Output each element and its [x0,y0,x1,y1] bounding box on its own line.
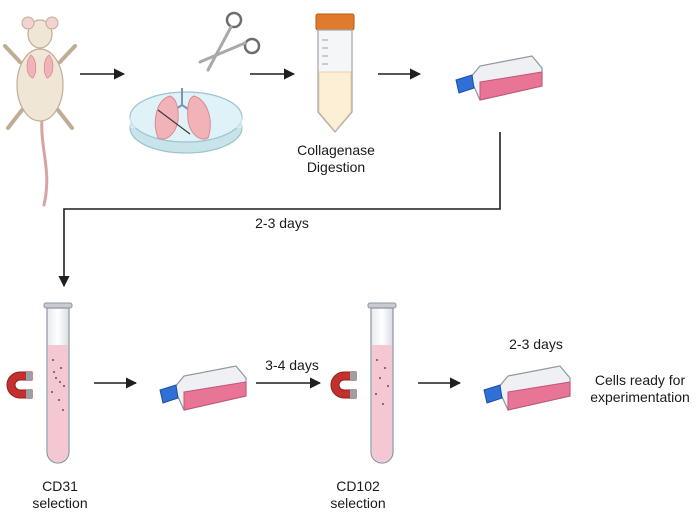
culture-flask-icon [159,365,247,411]
scissors-icon [198,11,261,72]
duration-label-3: 2-3 days [509,336,563,352]
mouse-icon [3,16,77,207]
culture-flask-icon [483,365,571,411]
petri-dish-lungs-icon [129,88,243,154]
cd102-line2: selection [330,495,386,511]
magnet-icon [330,371,357,399]
duration-label-1: 2-3 days [255,215,309,231]
cd31-line2: selection [32,495,88,511]
collagenase-label: Collagenase Digestion [286,142,386,176]
culture-flask-icon [455,55,543,101]
cell-tube-icon [367,302,397,464]
collagenase-line1: Collagenase [297,142,375,158]
final-line1: Cells ready for [594,372,686,388]
connector-arrow [58,132,501,288]
magnet-icon [6,371,33,399]
final-line2: experimentation [590,389,690,405]
collagenase-line2: Digestion [306,159,366,175]
cd102-label: CD102 selection [318,478,398,512]
cell-tube-icon [43,302,73,464]
final-label: Cells ready for experimentation [584,372,696,406]
cd31-line1: CD31 [42,478,78,494]
cd102-line1: CD102 [336,478,380,494]
duration-label-2: 3-4 days [265,357,319,373]
falcon-tube-icon [315,13,355,133]
cd31-label: CD31 selection [20,478,100,512]
